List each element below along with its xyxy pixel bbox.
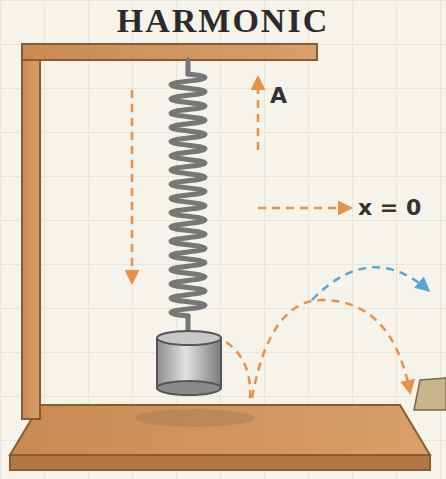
axis-label: x = 0 (358, 196, 421, 220)
diagram-title: HARMONIC (0, 2, 446, 39)
axis-label: A (270, 84, 287, 108)
